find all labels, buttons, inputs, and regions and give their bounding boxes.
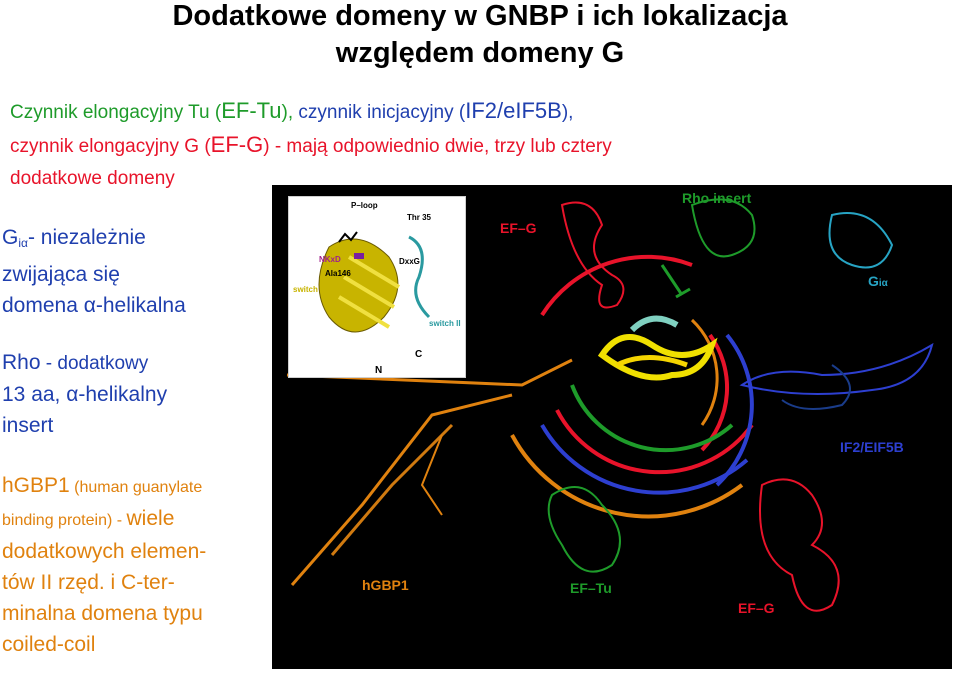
ef-tu-text: Czynnik elongacyjny Tu ( <box>10 102 222 123</box>
ef-tu-structure <box>547 486 621 573</box>
ef-tu-close: ), <box>281 102 299 123</box>
ef-tu-abbr: EF-Tu <box>221 98 282 123</box>
ef-g-structure-bottom <box>759 478 840 612</box>
hgbp-line-2b: wiele <box>126 507 175 530</box>
label-gia-sub: iα <box>878 278 888 289</box>
label-rho-insert: Rho insert <box>682 190 752 206</box>
intro-paragraph: Czynnik elongacyjny Tu (EF-Tu), czynnik … <box>10 95 612 195</box>
label-if2: IF2/EIF5B <box>840 439 904 455</box>
gia-rest: - niezależnie <box>27 226 146 249</box>
hgbp-line-5: minalna domena typu <box>2 602 203 625</box>
gia-sub: iα <box>18 236 28 250</box>
label-ef-g-top: EF–G <box>500 220 537 236</box>
hgbp-line-3: dodatkowych elemen- <box>2 540 207 563</box>
title-line-1: Dodatkowe domeny w GNBP i ich lokalizacj… <box>172 0 788 32</box>
hgbp-helix-4 <box>420 434 443 516</box>
if2-text: czynnik inicjacyjny ( <box>298 102 466 123</box>
gia-line-3: domena α-helikalna <box>2 294 186 317</box>
ef-g-arc-bottom <box>555 409 754 475</box>
inset-dxxg: DxxG <box>399 257 420 266</box>
label-gia: Giα <box>868 273 888 289</box>
g-domain-teal <box>629 315 679 333</box>
if2-structure <box>739 342 934 395</box>
hgbp-name: hGBP1 <box>2 474 70 497</box>
inset-switch-i: switch I <box>293 285 323 294</box>
inset-switch-ii-label: switch II <box>429 319 461 328</box>
rho-description: Rho - dodatkowy 13 aa, α-helikalny inser… <box>2 347 167 441</box>
hgbp-helix-1 <box>286 358 573 387</box>
rho-name: Rho <box>2 351 41 374</box>
rho-line-2: 13 aa, α-helikalny <box>2 383 168 406</box>
inset-n: N <box>375 365 383 376</box>
ef-g-arc <box>540 254 693 317</box>
g-domain-strand <box>615 355 688 368</box>
ef-g-text: czynnik elongacyjny G ( <box>10 136 211 157</box>
gia-line-2: zwijająca się <box>2 263 120 286</box>
hgbp-line-4: tów II rzęd. i C-ter- <box>2 571 175 594</box>
hgbp-helix-3 <box>330 423 454 556</box>
hgbp-arc-small <box>690 318 719 426</box>
inset-thr: Thr 35 <box>407 213 432 222</box>
intro-line-1: Czynnik elongacyjny Tu (EF-Tu), czynnik … <box>10 95 612 129</box>
rho-pointer-tick <box>675 287 691 299</box>
if2-structure-2 <box>781 364 851 410</box>
inset-ligand <box>338 231 358 243</box>
inset-switch-ii <box>408 235 431 319</box>
if2-abbr: IF2/eIF5B <box>465 98 562 123</box>
label-ef-g-bottom: EF–G <box>738 600 775 616</box>
rho-rest: - dodatkowy <box>40 353 149 374</box>
intro-line-3: dodatkowe domeny <box>10 168 175 189</box>
inset-nkxd: NKxD <box>319 255 341 264</box>
inset-ala: Ala146 <box>325 269 351 278</box>
label-ef-tu: EF–Tu <box>570 580 612 596</box>
inset-ploop: P–loop <box>351 201 378 210</box>
ef-tu-arc <box>570 384 734 453</box>
gia-structure <box>828 212 894 269</box>
hgbp-rest: (human guanylate <box>69 479 203 496</box>
g-domain <box>597 334 718 381</box>
rho-structure <box>690 198 756 258</box>
inset-purple-mark <box>354 253 364 259</box>
gia-description: Giα- niezależnie zwijająca się domena α-… <box>2 222 186 321</box>
hgbp-arc <box>510 434 744 519</box>
inset-drawing <box>318 231 431 333</box>
label-hgbp1: hGBP1 <box>362 577 409 593</box>
ef-g-abbr: EF-G <box>210 132 264 157</box>
gia-g: G <box>2 226 19 249</box>
inset-c: C <box>415 349 423 360</box>
if2-arc-right <box>715 333 754 487</box>
hgbp-line-6: coiled-coil <box>2 633 96 656</box>
rho-pointer <box>660 264 684 296</box>
if2-close: ), <box>561 102 574 123</box>
inset-strands <box>337 255 401 329</box>
hgbp-description: hGBP1 (human guanylate binding protein) … <box>2 470 206 660</box>
hgbp-helix-2 <box>290 393 513 586</box>
hgbp-line-2a: binding protein) - <box>2 512 127 529</box>
if2-arc <box>540 424 749 495</box>
ef-g-rest: ) - mają odpowiednio dwie, trzy lub czte… <box>263 136 612 157</box>
title-line-2: względem domeny G <box>335 37 625 69</box>
label-gia-g: G <box>868 273 879 289</box>
g-domain-inset: P–loop Thr 35 NKxD Ala146 DxxG switch I … <box>288 196 466 378</box>
ef-g-structure-top <box>560 201 625 309</box>
structure-drawing <box>286 198 934 612</box>
intro-line-2: czynnik elongacyjny G (EF-G) - mają odpo… <box>10 129 612 163</box>
rho-line-3: insert <box>2 414 54 437</box>
